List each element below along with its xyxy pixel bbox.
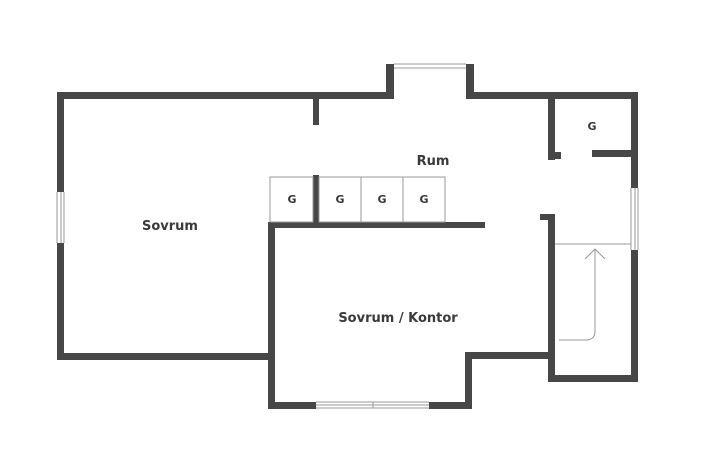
room-label-bedroom-office: Sovrum / Kontor <box>338 311 458 326</box>
staircase <box>555 243 631 341</box>
closet-row <box>269 176 446 223</box>
closet-label: G <box>287 193 296 206</box>
windows <box>56 63 639 409</box>
closet-label-small-room: G <box>587 120 596 133</box>
closet-label: G <box>419 193 428 206</box>
walls <box>57 64 638 409</box>
closet-label: G <box>377 193 386 206</box>
room-label-bedroom: Sovrum <box>142 219 198 234</box>
closet-label: G <box>335 193 344 206</box>
room-label-room: Rum <box>417 154 450 169</box>
